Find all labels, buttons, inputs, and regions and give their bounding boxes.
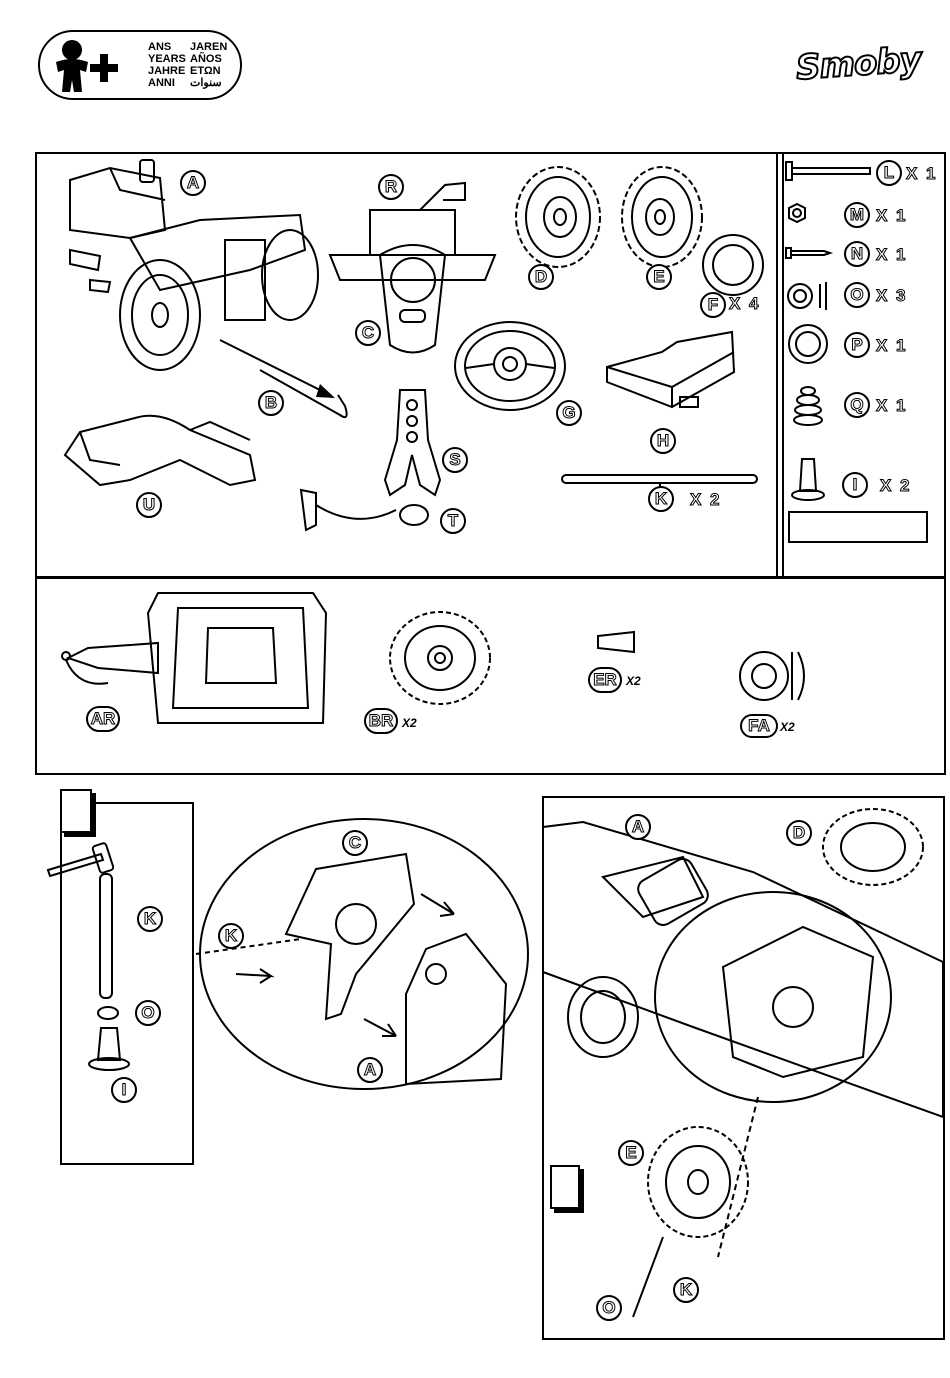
part-label-p: P [844,332,870,358]
step2-label-k: K [673,1277,699,1303]
part-label-n: N [844,241,870,267]
age-word: ΕΤΩΝ [190,65,227,77]
step1-axle-illustration [96,872,116,1002]
step1-zoom-circle [196,814,536,1094]
seat-illustration [602,322,742,417]
washer-o-icon [786,280,836,312]
part-label-b: B [258,390,284,416]
plus-icon [90,54,118,82]
part-label-o: O [844,282,870,308]
cap-i-icon [790,455,826,503]
age-word: ANS [148,41,186,53]
step2-label-d: D [786,820,812,846]
age-word: JAREN [190,41,227,53]
trailer-br-quantity: X2 [402,716,417,730]
part-p-quantity: X 1 [876,336,908,356]
trailer-er-quantity: X2 [626,674,641,688]
step2-number-box [550,1165,580,1209]
age-word: YEARS [148,53,186,65]
step2-label-a: A [625,814,651,840]
bolt-l-icon [784,160,874,182]
part-label-h: H [650,428,676,454]
part-label-s: S [442,447,468,473]
fender-illustration [60,410,260,495]
part-label-r: R [378,174,404,200]
age-word: سنوات [190,77,227,89]
wheel-e-illustration [612,165,712,275]
part-label-k: K [648,486,674,512]
age-word: AÑOS [190,53,227,65]
part-label-e: E [646,264,672,290]
part-label-m: M [844,202,870,228]
zoom-label-k: K [218,923,244,949]
steering-wheel-illustration [452,318,572,418]
trailer-cap-er-icon [594,630,644,660]
part-label-l: L [876,160,902,186]
age-words-left: ANS YEARS JAHRE ANNI [148,41,186,89]
trailer-wheel-illustration [388,608,494,708]
zoom-label-c: C [342,830,368,856]
step1-label-i: I [111,1077,137,1103]
step1-number-box [60,789,92,833]
spring-q-icon [790,385,826,427]
part-label-a: A [180,170,206,196]
age-word: JAHRE [148,65,186,77]
step2-label-e: E [618,1140,644,1166]
step1-washer-illustration [96,1004,120,1022]
step1-cap-illustration [84,1024,134,1074]
hubcap-ring-illustration [698,230,768,300]
nut-m-icon [786,202,808,224]
screw-n-icon [784,245,832,261]
part-m-quantity: X 1 [876,206,908,226]
trailer-label-ar: AR [86,706,120,732]
step2-label-o: O [596,1295,622,1321]
part-i-quantity: X 2 [880,476,912,496]
part-label-g: G [556,400,582,426]
steering-fork-illustration [380,385,450,500]
hubcap-p-icon [786,322,830,366]
step1-label-k: K [137,906,163,932]
horn-wire-illustration [296,485,431,535]
part-label-f: F [700,292,726,318]
trailer-label-br: BR [364,708,398,734]
part-l-quantity: X 1 [906,164,938,184]
trailer-washer-fa-icon [738,648,818,708]
trailer-label-er: ER [588,667,622,693]
part-o-quantity: X 3 [876,286,908,306]
part-f-quantity: X 4 [729,294,761,314]
part-n-quantity: X 1 [876,245,908,265]
trailer-fa-quantity: X2 [780,720,795,734]
part-q-quantity: X 1 [876,396,908,416]
trailer-label-fa: FA [740,714,778,738]
age-word: ANNI [148,77,186,89]
part-k-quantity: X 2 [690,490,722,510]
age-words-right: JAREN AÑOS ΕΤΩΝ سنوات [190,41,227,89]
part-label-i: I [842,472,868,498]
parts-panel-divider [776,152,784,578]
part-label-d: D [528,264,554,290]
empty-code-box [788,511,928,543]
part-label-q: Q [844,392,870,418]
age-badge: ANS YEARS JAHRE ANNI JAREN AÑOS ΕΤΩΝ سنو… [38,30,242,100]
step2-assembly-illustration [543,797,943,1337]
brand-logo: Smoby [795,40,922,89]
part-label-t: T [440,508,466,534]
part-label-c: C [355,320,381,346]
part-label-u: U [136,492,162,518]
zoom-label-a: A [357,1057,383,1083]
wheel-d-illustration [508,165,608,275]
step1-label-o: O [135,1000,161,1026]
